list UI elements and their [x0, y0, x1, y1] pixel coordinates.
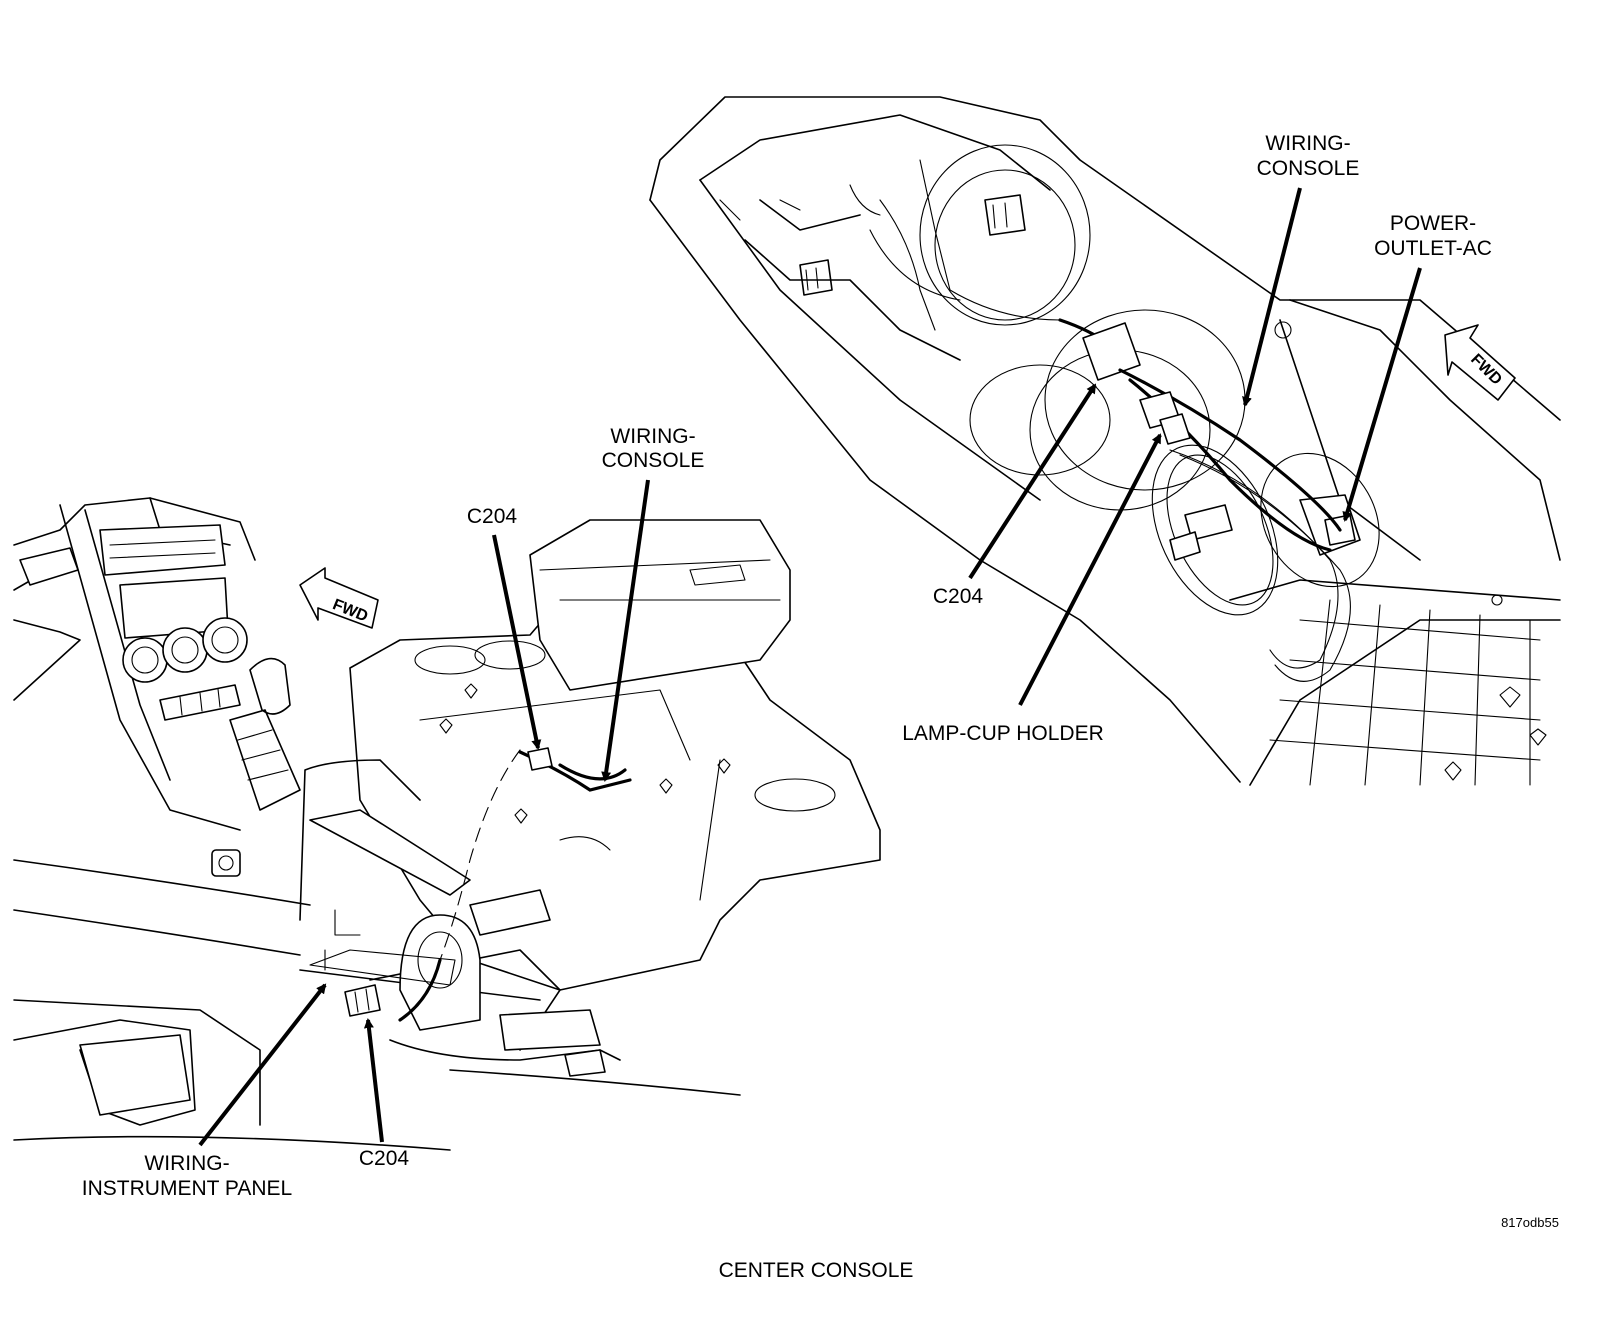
label-left-c204-bottom: C204 [359, 1147, 410, 1170]
center-console-drawing [349, 519, 881, 991]
figure-code: 817odb55 [1501, 1215, 1559, 1230]
leader-right-lamp-cup-holder [1018, 433, 1162, 706]
label-wiring-instrument-panel-line1: WIRING- [144, 1152, 229, 1175]
label-lamp-cup-holder: LAMP-CUP HOLDER [902, 722, 1104, 745]
instrument-panel-drawing [13, 497, 451, 1151]
right-illustration [649, 96, 1561, 786]
label-wiring-instrument-panel-line2: INSTRUMENT PANEL [82, 1177, 292, 1200]
leader-right-power-outlet [1342, 267, 1422, 522]
leader-left-c204-top [492, 534, 542, 750]
fwd-arrow-right: FWD [1444, 324, 1516, 401]
leader-right-wiring-console [1242, 187, 1302, 407]
leader-left-wiring-console [601, 479, 650, 782]
right-wiring-harness [849, 159, 1380, 682]
leader-left-wiring-instrument-panel [198, 983, 327, 1147]
label-right-c204: C204 [933, 585, 984, 608]
label-power-outlet-line2: OUTLET-AC [1374, 237, 1492, 260]
leader-right-c204 [968, 383, 1097, 580]
console-detail-drawing [649, 96, 1561, 786]
label-left-wiring-console-line1: WIRING- [610, 425, 695, 448]
label-right-wiring-console-line2: CONSOLE [1257, 157, 1360, 180]
left-wiring-harness [344, 747, 632, 1022]
label-right-wiring-console-line1: WIRING- [1265, 132, 1350, 155]
fwd-arrow-left: FWD [299, 567, 379, 629]
leader-left-c204-bottom [363, 1018, 384, 1143]
callout-labels: WIRING- CONSOLE C204 WIRING- INSTRUMENT … [82, 132, 1559, 1282]
label-power-outlet-line1: POWER- [1390, 212, 1476, 235]
figure-caption: CENTER CONSOLE [719, 1259, 914, 1282]
label-left-c204-top: C204 [467, 505, 518, 528]
left-illustration [13, 497, 881, 1151]
leader-lines [198, 187, 1422, 1147]
label-left-wiring-console-line2: CONSOLE [602, 449, 705, 472]
